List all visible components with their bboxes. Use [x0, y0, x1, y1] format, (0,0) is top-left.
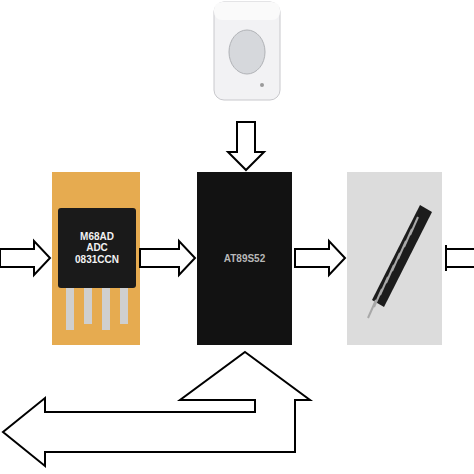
block-arrow	[446, 248, 474, 250]
block-arrow	[140, 241, 195, 275]
sensor-lens	[229, 30, 265, 74]
chip-body	[58, 208, 136, 288]
block-arrow	[446, 266, 474, 268]
pir-sensor	[214, 2, 280, 100]
block-arrow	[228, 122, 264, 170]
photo-glare	[52, 172, 140, 345]
sensor-housing	[214, 2, 280, 100]
adc-chip: M68AD ADC 0831CCN	[60, 212, 134, 284]
chip-marking: M68AD ADC 0831CCN	[69, 231, 125, 266]
microcontroller-chip: AT89S52	[197, 172, 292, 345]
chip-pins	[66, 288, 128, 330]
block-arrow	[0, 241, 50, 275]
photo-background	[347, 172, 442, 345]
feedback-arrow	[3, 352, 310, 466]
chip-marking: AT89S52	[224, 253, 266, 265]
chip-body	[372, 205, 432, 307]
sensor-top	[214, 2, 280, 20]
photo-background	[52, 172, 140, 345]
block-arrow	[445, 245, 447, 271]
chip-pins	[368, 217, 418, 318]
sensor-led	[260, 83, 264, 87]
block-arrow	[295, 241, 345, 275]
